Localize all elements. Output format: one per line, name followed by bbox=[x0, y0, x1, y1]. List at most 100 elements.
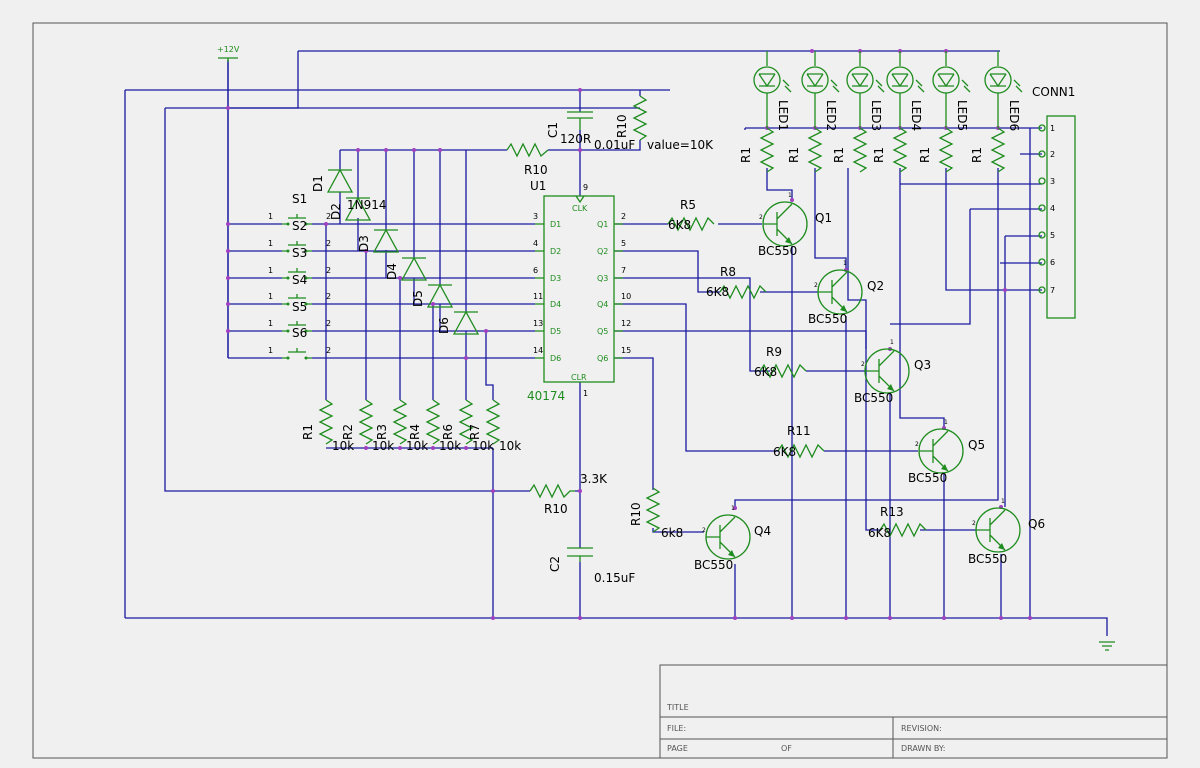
ic-q-pin: 7 bbox=[621, 266, 626, 275]
transistor-collector-pin: 1 bbox=[890, 339, 894, 346]
transistor-collector-pin: 1 bbox=[731, 505, 735, 512]
transistor-value: BC550 bbox=[854, 391, 893, 405]
led-ref: LED5 bbox=[955, 100, 969, 131]
pulldown-resistor-5: R6 10k bbox=[441, 399, 494, 453]
base-resistor-value: 6K8 bbox=[706, 285, 729, 299]
c2-capacitor bbox=[567, 547, 593, 562]
ic-value: 40174 bbox=[527, 389, 565, 403]
ic-d-label: D1 bbox=[550, 220, 561, 229]
c1-top-value: 120R bbox=[560, 132, 591, 146]
transistor-group: 21Q1BC550R56K821Q2BC550R86K821Q3BC550R96… bbox=[629, 192, 1045, 572]
ic-q-pin: 2 bbox=[621, 212, 626, 221]
transistor-base-pin: 2 bbox=[814, 282, 818, 289]
resistor-ref: R3 bbox=[375, 424, 389, 440]
base-resistor-ref: R10 bbox=[629, 502, 643, 526]
diode-5: D5 bbox=[411, 283, 454, 308]
base-resistor-value: 6K8 bbox=[668, 218, 691, 232]
led-resistor bbox=[759, 127, 775, 173]
switch-ref: S1 bbox=[292, 192, 307, 206]
resistor-ref: R6 bbox=[441, 424, 455, 440]
r-vertical-resistor bbox=[632, 95, 648, 141]
ic-d-pin: 13 bbox=[533, 319, 543, 328]
ic-q-pin: 12 bbox=[621, 319, 631, 328]
base-resistor-ref: R8 bbox=[720, 265, 736, 279]
led-ref: LED4 bbox=[909, 100, 923, 131]
base-resistor bbox=[777, 443, 825, 459]
base-resistor-value: 6K8 bbox=[754, 365, 777, 379]
diode-1: D1 bbox=[311, 168, 354, 193]
switch-pin1: 1 bbox=[268, 212, 273, 221]
switch-pin2: 2 bbox=[326, 292, 331, 301]
transistor-base-pin: 2 bbox=[861, 361, 865, 368]
ic-d-label: D6 bbox=[550, 354, 561, 363]
ic-q-label: Q5 bbox=[597, 327, 608, 336]
diode-ref: D3 bbox=[357, 235, 371, 252]
r-top-ref: R10 bbox=[524, 163, 548, 177]
led-resistor bbox=[990, 127, 1006, 173]
ic-q-pin: 15 bbox=[621, 346, 631, 355]
base-resistor-ref: R11 bbox=[787, 424, 811, 438]
transistor-value: BC550 bbox=[758, 244, 797, 258]
timing-components: R10 R10 value=10K C1 120R 0.01uF R10 3.3… bbox=[506, 95, 714, 585]
base-resistor-ref: R9 bbox=[766, 345, 782, 359]
diode-4: D4 bbox=[385, 256, 428, 281]
transistor-base-pin: 2 bbox=[972, 520, 976, 527]
switch-ref: S4 bbox=[292, 273, 307, 287]
ic-d-pin: 3 bbox=[533, 212, 538, 221]
r-vertical-value: value=10K bbox=[647, 138, 714, 152]
ic-q-label: Q2 bbox=[597, 247, 608, 256]
diode-ref: D5 bbox=[411, 290, 425, 307]
switch-pin1: 1 bbox=[268, 292, 273, 301]
resistor-value: 10k bbox=[406, 439, 428, 453]
led-resistor-ref: R1 bbox=[739, 147, 753, 163]
ic-q-label: Q3 bbox=[597, 274, 608, 283]
resistor-value: 10k bbox=[372, 439, 394, 453]
ic-d-pin: 4 bbox=[533, 239, 538, 248]
ic-d-pin: 14 bbox=[533, 346, 543, 355]
base-resistor bbox=[719, 284, 767, 300]
led-ref: LED2 bbox=[824, 100, 838, 131]
ic-q-label: Q4 bbox=[597, 300, 608, 309]
transistor-ref: Q6 bbox=[1028, 517, 1045, 531]
switch-pin2: 2 bbox=[326, 346, 331, 355]
led-resistor-ref: R1 bbox=[872, 147, 886, 163]
r-top-resistor bbox=[506, 142, 549, 158]
transistor-value: BC550 bbox=[908, 471, 947, 485]
ground-symbol bbox=[1099, 641, 1115, 651]
ic-d-label: D4 bbox=[550, 300, 561, 309]
ic-d-pin: 11 bbox=[533, 292, 543, 301]
connector-pin: 5 bbox=[1050, 231, 1055, 240]
base-resistor-value: 6K8 bbox=[868, 526, 891, 540]
base-resistor-ref: R13 bbox=[880, 505, 904, 519]
ic-q-pin: 10 bbox=[621, 292, 631, 301]
r-vertical-ref: R10 bbox=[615, 114, 629, 138]
switch-pin1: 1 bbox=[268, 266, 273, 275]
resistor-value: 10k bbox=[472, 439, 494, 453]
led-resistor-ref: R1 bbox=[832, 147, 846, 163]
diode-ref: D2 bbox=[329, 203, 343, 220]
transistor-value: BC550 bbox=[694, 558, 733, 572]
base-resistor bbox=[667, 216, 715, 232]
resistor-ref: R4 bbox=[408, 424, 422, 440]
led-resistor bbox=[807, 127, 823, 173]
led-resistor-ref: R1 bbox=[970, 147, 984, 163]
ic-clr-pin: 1 bbox=[583, 389, 588, 398]
switch-s1[interactable]: S1 bbox=[292, 192, 307, 206]
